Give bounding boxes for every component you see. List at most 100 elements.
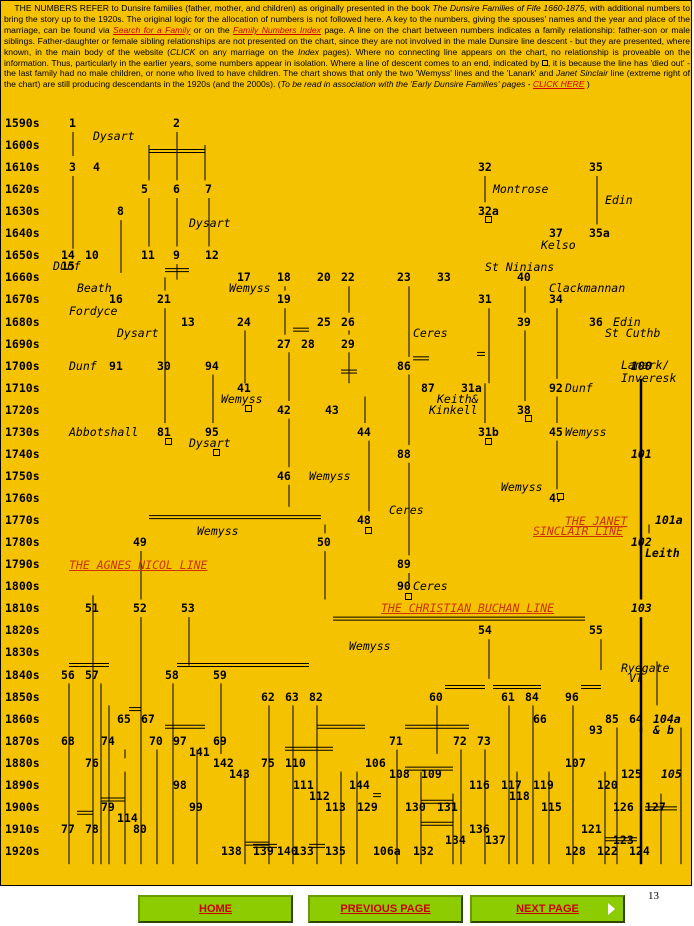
family-number-41: 41 <box>237 380 251 395</box>
family-number-135: 135 <box>325 843 346 858</box>
decade-label: 1630s <box>5 204 40 219</box>
family-number-30: 30 <box>157 358 171 373</box>
family-number-132: 132 <box>413 843 434 858</box>
family-number-53: 53 <box>181 601 195 616</box>
family-number-92: 92 <box>549 380 563 395</box>
family-number-76: 76 <box>85 755 99 770</box>
family-number-40: 40 <box>517 270 531 285</box>
family-number-37: 37 <box>549 226 563 241</box>
index-word: Index <box>297 46 319 57</box>
family-number-105: 105 <box>661 766 682 781</box>
died-out-marker <box>557 493 564 500</box>
family-number-94: 94 <box>205 358 219 373</box>
family-number-77: 77 <box>61 821 75 836</box>
place-label: Wemyss <box>565 424 607 439</box>
family-number-22: 22 <box>341 270 355 285</box>
family-number-126: 126 <box>613 799 634 814</box>
place-label: Wemyss <box>349 638 391 653</box>
family-number-111: 111 <box>293 777 314 792</box>
place-label: St Ninians <box>485 260 555 275</box>
place-label: VT <box>629 670 643 685</box>
family-number-35a: 35a <box>589 226 610 241</box>
family-number-9: 9 <box>173 248 180 263</box>
family-numbers-index-link[interactable]: Family Numbers Index <box>233 24 321 35</box>
decade-label: 1770s <box>5 513 40 528</box>
died-out-marker <box>525 415 532 422</box>
family-number-108: 108 <box>389 766 410 781</box>
family-number-98: 98 <box>173 777 187 792</box>
click-here-link[interactable]: CLICK HERE <box>532 79 585 90</box>
family-number-99: 99 <box>189 799 203 814</box>
decade-label: 1830s <box>5 645 40 660</box>
family-number-109: 109 <box>421 766 442 781</box>
previous-page-button[interactable]: PREVIOUS PAGE <box>308 895 463 923</box>
family-number-110: 110 <box>285 755 306 770</box>
family-number-38: 38 <box>517 402 531 417</box>
family-number-101a: 101a <box>655 513 683 528</box>
family-number-119: 119 <box>533 777 554 792</box>
family-number-52: 52 <box>133 601 147 616</box>
decade-label: 1880s <box>5 755 40 770</box>
home-button[interactable]: HOME <box>138 895 293 923</box>
decade-label: 1670s <box>5 292 40 307</box>
family-number-46: 46 <box>277 468 291 483</box>
family-number-104a: 104a <box>653 711 681 726</box>
family-number-95: 95 <box>205 424 219 439</box>
decade-label: 1820s <box>5 623 40 638</box>
family-number-66: 66 <box>533 711 547 726</box>
book-title: The Dunsire Families of Fife 1660-1875 <box>432 3 585 13</box>
family-number-87: 87 <box>421 380 435 395</box>
family-number-79: 79 <box>101 799 115 814</box>
family-number-54: 54 <box>478 623 492 638</box>
family-number-32a: 32a <box>478 204 499 219</box>
family-number-65: 65 <box>117 711 131 726</box>
family-number-136: 136 <box>469 821 490 836</box>
decade-label: 1870s <box>5 733 40 748</box>
family-number-31a: 31a <box>461 380 482 395</box>
family-number-113: 113 <box>325 799 346 814</box>
place-label: Lanark/ <box>621 357 670 372</box>
family-number-63: 63 <box>285 689 299 704</box>
next-page-button[interactable]: NEXT PAGE <box>470 895 625 923</box>
decade-label: 1850s <box>5 689 40 704</box>
family-number-70: 70 <box>149 733 163 748</box>
place-label: Wemyss <box>221 391 263 406</box>
family-number-68: 68 <box>61 733 75 748</box>
place-label: Edin <box>605 193 633 208</box>
family-number-15: 15 <box>61 259 75 274</box>
family-number-43: 43 <box>325 402 339 417</box>
decade-label: 1890s <box>5 777 40 792</box>
intro-p4: page. A line on the chart between number… <box>4 24 690 57</box>
family-number-2: 2 <box>173 116 180 130</box>
decade-label: 1660s <box>5 270 40 285</box>
search-family-link[interactable]: Search for a Family <box>113 24 191 35</box>
place-label: Abbotshall <box>69 424 139 439</box>
family-number-91: 91 <box>109 358 123 373</box>
family-number-85: 85 <box>605 711 619 726</box>
family-number-78: 78 <box>85 821 99 836</box>
family-number-128: 128 <box>565 843 586 858</box>
decade-label: 1600s <box>5 138 40 153</box>
decade-label: 1810s <box>5 601 40 616</box>
family-number-60: 60 <box>429 689 443 704</box>
died-out-marker <box>165 438 172 445</box>
family-number-19: 19 <box>277 292 291 307</box>
place-label: Edin <box>613 314 641 329</box>
place-label: Clackmannan <box>549 281 626 296</box>
place-label: Wemyss <box>197 524 239 539</box>
family-number-82: 82 <box>309 689 323 704</box>
place-label: Kelso <box>541 238 576 253</box>
died-out-marker <box>405 593 412 600</box>
decade-label: 1760s <box>5 491 40 506</box>
family-number-49: 49 <box>133 535 147 550</box>
family-number-112: 112 <box>309 788 330 803</box>
family-number-28: 28 <box>301 336 315 351</box>
family-number-138: 138 <box>221 843 242 858</box>
place-label: Dunf <box>69 358 97 373</box>
decade-label: 1650s <box>5 248 40 263</box>
place-label: Montrose <box>493 182 549 197</box>
family-number-143: 143 <box>229 766 250 781</box>
family-number-86: 86 <box>397 358 411 373</box>
decade-label: 1690s <box>5 336 40 351</box>
family-number-31b: 31b <box>478 424 499 439</box>
